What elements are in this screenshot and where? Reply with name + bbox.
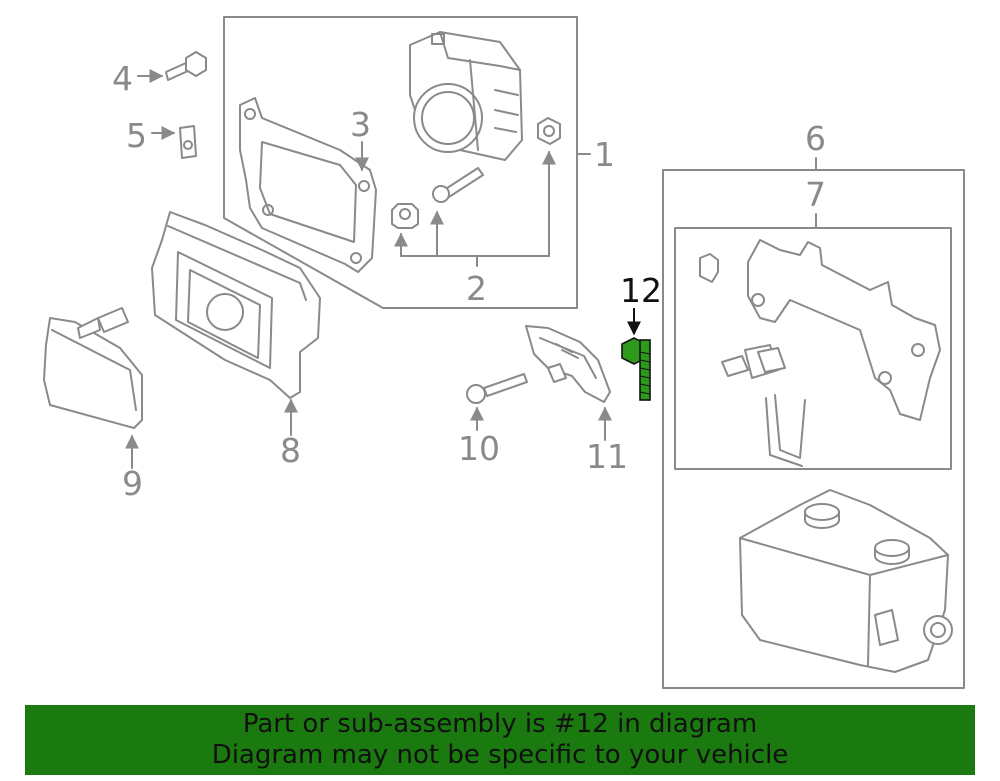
bracket-kit-contents (699, 239, 941, 467)
info-banner: Part or sub-assembly is #12 in diagram D… (25, 705, 975, 775)
banner-line-2: Diagram may not be specific to your vehi… (211, 740, 789, 770)
leader-part-2 (400, 255, 550, 267)
nut-part-2a (537, 117, 561, 257)
callout-1: 1 (594, 135, 615, 174)
bracket-kit-box-7 (674, 213, 952, 470)
harness-bracket-part-11 (525, 325, 612, 441)
bolt-part-10 (466, 373, 528, 431)
callout-4: 4 (112, 59, 133, 98)
parts-diagram: 4 5 3 1 2 6 7 8 9 10 11 12 (43, 16, 965, 689)
bracket-part-3 (239, 97, 377, 273)
fog-lamp-part-9 (43, 307, 143, 469)
callout-9: 9 (122, 464, 143, 503)
grommet-part-2c (391, 203, 419, 257)
bolt-part-2b (430, 167, 484, 257)
camera-unit (739, 489, 953, 673)
clip-part-5 (151, 125, 197, 159)
radar-unit-part-1 (409, 31, 523, 161)
callout-5: 5 (126, 116, 147, 155)
bolt-part-4 (137, 51, 207, 83)
callout-10: 10 (458, 429, 500, 468)
sensor-assembly-box (223, 16, 591, 309)
callout-8: 8 (280, 431, 301, 470)
bezel-part-8 (151, 211, 321, 436)
highlighted-bolt-part-12[interactable] (621, 308, 651, 401)
callout-7: 7 (805, 175, 826, 214)
callout-2: 2 (466, 269, 487, 308)
callout-12: 12 (620, 271, 662, 310)
callout-6: 6 (805, 119, 826, 158)
banner-line-1: Part or sub-assembly is #12 in diagram (242, 709, 758, 739)
camera-assembly-box-6 (662, 157, 965, 689)
callout-11: 11 (586, 437, 628, 476)
callout-3: 3 (350, 105, 371, 144)
